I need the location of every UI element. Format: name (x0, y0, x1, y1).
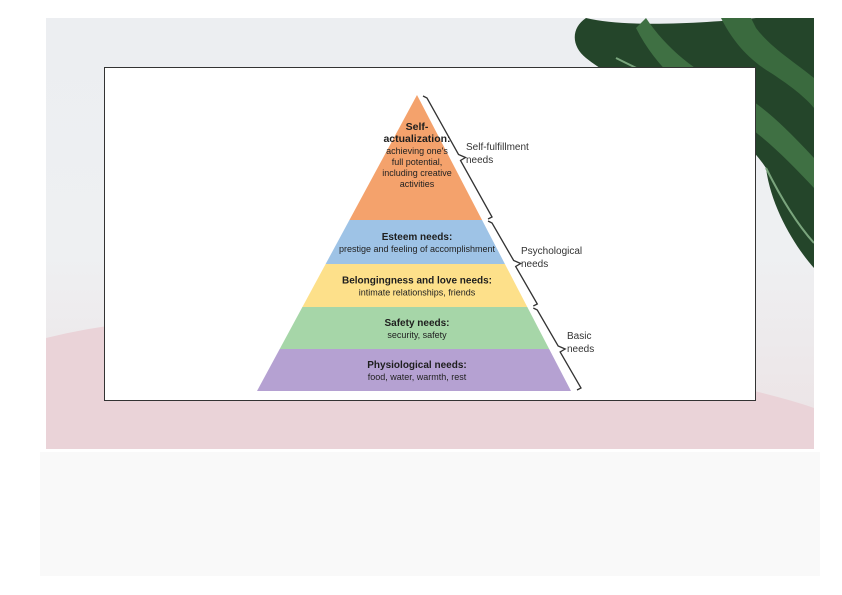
level-physiological: Physiological needs:food, water, warmth,… (257, 349, 571, 391)
level-title: actualization: (383, 133, 450, 145)
group-label-line: needs (466, 155, 493, 166)
group-label-line: Psychological (521, 246, 582, 257)
bracket-basic (533, 307, 582, 391)
level-band (349, 95, 483, 220)
level-band (257, 349, 571, 391)
level-title: Esteem needs: (382, 232, 453, 243)
level-description: including creative (382, 168, 452, 178)
level-title: Safety needs: (384, 318, 449, 329)
level-description: food, water, warmth, rest (368, 372, 467, 382)
label-self-fulfillment: Self-fulfillment needs (466, 142, 529, 166)
level-description: full potential, (392, 157, 443, 167)
group-labels: Self-fulfillmentneedsPsychologicalneedsB… (466, 142, 594, 355)
group-label-line: needs (567, 344, 594, 355)
level-band (325, 220, 505, 264)
level-description: intimate relationships, friends (359, 288, 476, 298)
level-title: Belongingness and love needs: (342, 276, 492, 287)
lower-content-area (40, 452, 820, 576)
level-description: achieving one's (386, 146, 448, 156)
level-description: activities (400, 179, 435, 189)
level-band (279, 307, 550, 349)
level-band (302, 264, 528, 307)
level-title: Self- (406, 121, 429, 133)
level-safety: Safety needs:security, safety (279, 307, 550, 349)
level-title: Physiological needs: (367, 360, 466, 371)
level-description: security, safety (387, 330, 447, 340)
label-psychological: Psychological needs (521, 246, 582, 270)
group-label-line: Self-fulfillment (466, 142, 529, 153)
bracket-self-fulfillment (422, 95, 493, 220)
group-label-line: needs (521, 259, 548, 270)
bracket-psychological (487, 220, 539, 307)
group-brackets (422, 95, 582, 391)
level-description: prestige and feeling of accomplishment (339, 244, 496, 254)
level-esteem: Esteem needs:prestige and feeling of acc… (325, 220, 505, 264)
level-belonging: Belongingness and love needs:intimate re… (302, 264, 528, 307)
label-basic: Basic needs (567, 331, 594, 355)
group-label-line: Basic (567, 331, 591, 342)
